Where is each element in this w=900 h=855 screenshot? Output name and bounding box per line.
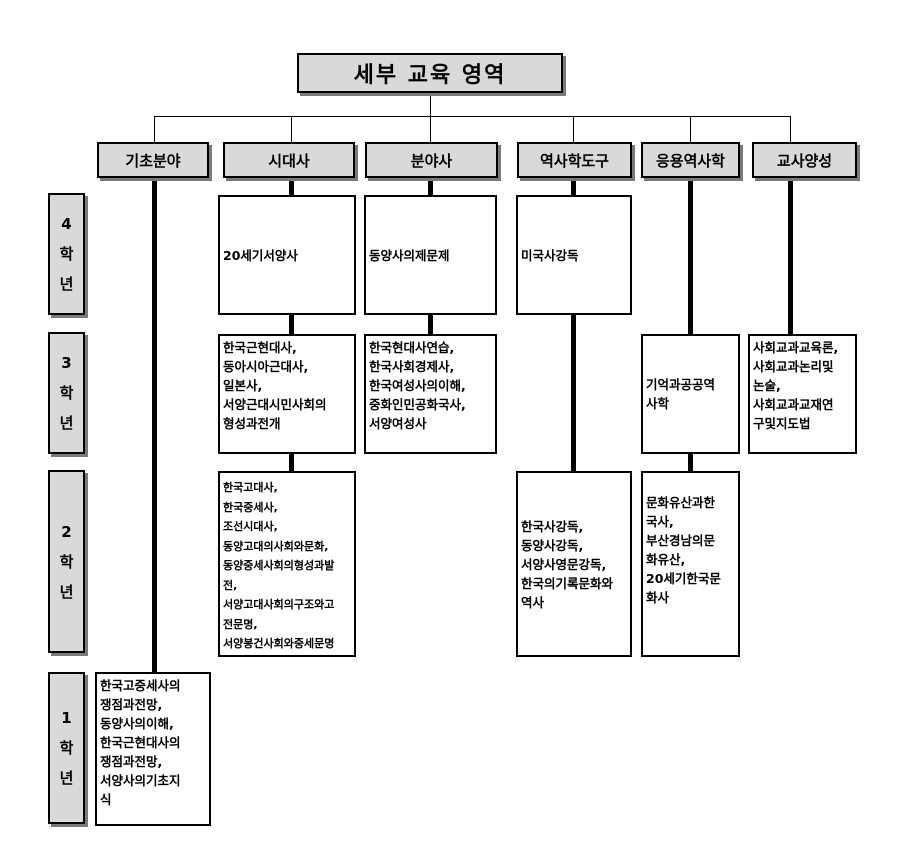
- category-field: 분야사: [365, 142, 498, 178]
- course-box-teacher-3: 사회교과교육론, 사회교과논리및 논술, 사회교과교재연 구및지도법: [748, 334, 857, 454]
- connector-top-bar: [154, 116, 791, 117]
- year-1-number: 1: [61, 709, 72, 727]
- field-line-2: [428, 314, 433, 335]
- course-text-era-4: 20세기서양사: [223, 247, 298, 263]
- applied-line-2: [688, 452, 693, 472]
- year-3-hak: 학: [59, 384, 74, 402]
- connector-to-field: [430, 116, 431, 142]
- course-box-field-4: 동양사의제문제: [364, 195, 497, 315]
- year-2-nyeon: 년: [59, 582, 74, 601]
- course-text-field-3: 한국현대사연습, 한국사회경제사, 한국여성사의이해, 중화인민공화국사, 서양…: [369, 340, 466, 431]
- year-1-nyeon: 년: [59, 769, 74, 787]
- course-text-applied-3: 기억과공공역 사학: [646, 377, 716, 411]
- course-box-tools-4: 미국사강독: [516, 195, 632, 315]
- course-text-tools-2: 한국사강독, 동양사강독, 서양사영문강독, 한국의기록문화와 역사: [521, 518, 614, 610]
- course-box-applied-2: 문화유산과한 국사, 부산경남의문 화유산, 20세기한국문 화사: [641, 471, 740, 657]
- era-line-3: [289, 452, 294, 472]
- era-line-1: [289, 177, 294, 195]
- course-text-era-2: 한국고대사, 한국중세사, 조선시대사, 동양고대의사회와문화, 동양중세사회의…: [223, 481, 335, 650]
- category-basic: 기초분야: [97, 142, 209, 178]
- course-box-applied-3: 기억과공공역 사학: [641, 334, 740, 454]
- year-1-hak: 학: [59, 739, 74, 757]
- course-text-era-3: 한국근현대사, 동아시아근대사, 일본사, 서양근대시민사회의 형성과전개: [223, 340, 327, 431]
- basic-column-line: [152, 177, 157, 673]
- category-era: 시대사: [223, 142, 355, 178]
- era-line-2: [289, 314, 294, 335]
- course-box-era-4: 20세기서양사: [218, 195, 356, 315]
- diagram-title: 세부 교육 영역: [297, 53, 563, 93]
- connector-to-tools: [573, 116, 574, 142]
- year-2-number: 2: [61, 522, 72, 541]
- field-line-1: [428, 177, 433, 195]
- course-text-field-4: 동양사의제문제: [369, 247, 450, 263]
- year-4-label: 4 학 년: [48, 193, 85, 315]
- category-applied: 응용역사학: [641, 142, 740, 178]
- course-box-field-3: 한국현대사연습, 한국사회경제사, 한국여성사의이해, 중화인민공화국사, 서양…: [364, 334, 497, 454]
- year-4-hak: 학: [59, 245, 74, 263]
- course-box-era-3: 한국근현대사, 동아시아근대사, 일본사, 서양근대시민사회의 형성과전개: [218, 334, 356, 454]
- connector-to-teacher: [790, 116, 791, 142]
- course-text-basic-1: 한국고중세사의 쟁점과전망, 동양사의이해, 한국근현대사의 쟁점과전망, 서양…: [100, 678, 181, 807]
- connector-to-applied: [690, 116, 691, 142]
- teacher-line-1: [788, 177, 793, 335]
- category-teacher: 교사양성: [752, 142, 857, 178]
- connector-title-stem: [430, 92, 431, 116]
- course-box-tools-2: 한국사강독, 동양사강독, 서양사영문강독, 한국의기록문화와 역사: [516, 471, 632, 657]
- year-2-label: 2 학 년: [48, 470, 85, 653]
- connector-to-basic: [154, 116, 155, 142]
- tools-line-2: [571, 314, 576, 472]
- category-tools: 역사학도구: [517, 142, 632, 178]
- year-3-number: 3: [61, 354, 72, 372]
- year-1-label: 1 학 년: [48, 672, 85, 824]
- year-4-number: 4: [61, 215, 72, 233]
- connector-to-era: [291, 116, 292, 142]
- year-3-label: 3 학 년: [48, 332, 85, 454]
- tools-line-1: [571, 177, 576, 195]
- course-text-tools-4: 미국사강독: [521, 247, 579, 263]
- course-text-teacher-3: 사회교과교육론, 사회교과논리및 논술, 사회교과교재연 구및지도법: [753, 340, 839, 431]
- course-text-applied-2: 문화유산과한 국사, 부산경남의문 화유산, 20세기한국문 화사: [646, 495, 721, 605]
- course-box-era-2: 한국고대사, 한국중세사, 조선시대사, 동양고대의사회와문화, 동양중세사회의…: [218, 471, 356, 657]
- course-box-basic-1: 한국고중세사의 쟁점과전망, 동양사의이해, 한국근현대사의 쟁점과전망, 서양…: [95, 672, 211, 826]
- year-4-nyeon: 년: [59, 275, 74, 293]
- year-2-hak: 학: [59, 552, 74, 571]
- year-3-nyeon: 년: [59, 414, 74, 432]
- applied-line-1: [688, 177, 693, 335]
